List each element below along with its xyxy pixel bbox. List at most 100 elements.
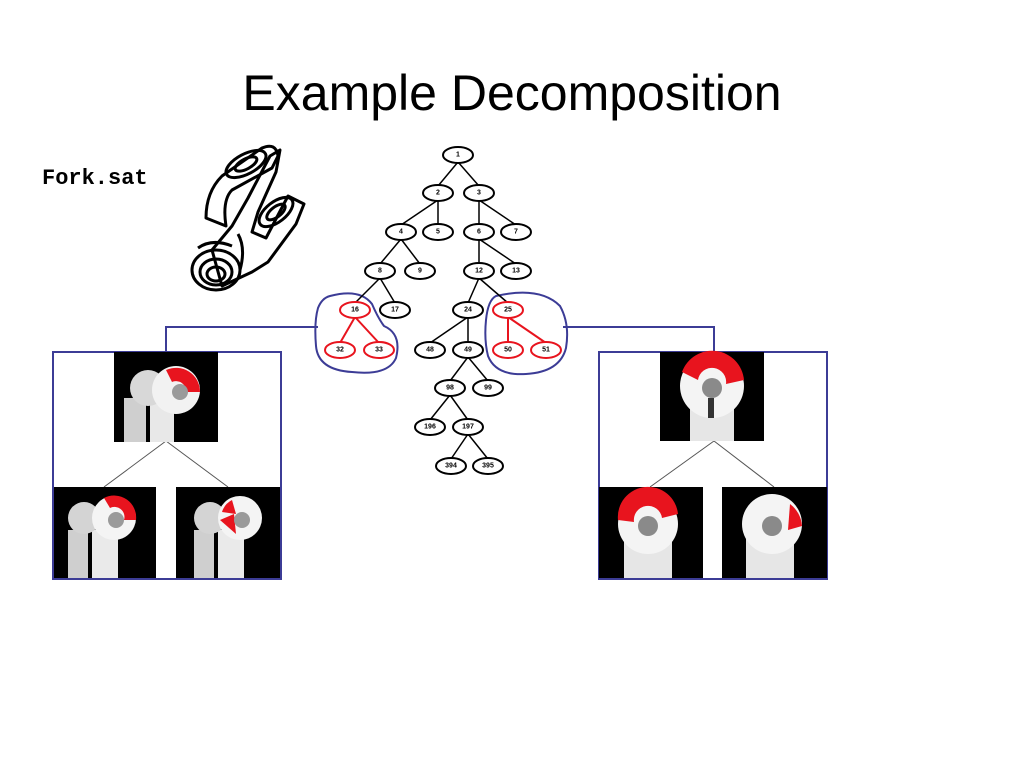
tree-node-12: 12 [463, 262, 495, 280]
tree-edge [400, 238, 421, 265]
tree-node-25: 25 [492, 301, 524, 319]
tree-node-label: 395 [482, 463, 494, 470]
tree-node-ellipse [364, 262, 396, 280]
tree-node-label: 51 [542, 347, 550, 354]
tree-node-label: 5 [436, 229, 440, 236]
tree-node-ellipse [414, 341, 446, 359]
left-panel [52, 351, 282, 580]
tree-node-17: 17 [379, 301, 411, 319]
tree-node-8: 8 [364, 262, 396, 280]
tree-node-ellipse [379, 301, 411, 319]
tree-node-ellipse [442, 146, 474, 164]
tree-node-ellipse [404, 262, 436, 280]
tree-node-ellipse [472, 457, 504, 475]
tree-edge [478, 199, 517, 226]
tree-node-label: 3 [477, 190, 481, 197]
tree-node-ellipse [472, 379, 504, 397]
tree-node-ellipse [530, 341, 562, 359]
tree-node-395: 395 [472, 457, 504, 475]
tree-node-98: 98 [434, 379, 466, 397]
tree-node-label: 50 [504, 347, 512, 354]
tree-node-label: 24 [464, 307, 472, 314]
tree-node-label: 16 [351, 307, 359, 314]
right-connector [563, 326, 715, 352]
render-child-32 [54, 487, 156, 578]
slide-title: Example Decomposition [242, 65, 782, 121]
tree-node-ellipse [500, 223, 532, 241]
tree-edge [507, 316, 547, 344]
tree-node-label: 9 [418, 268, 422, 275]
tree-node-394: 394 [435, 457, 467, 475]
tree-node-ellipse [324, 341, 356, 359]
tree-node-ellipse [339, 301, 371, 319]
tree-edge [354, 277, 381, 304]
tree-node-ellipse [414, 418, 446, 436]
tree-edge [467, 433, 489, 460]
tree-edge [457, 161, 480, 187]
tree-edge [449, 356, 469, 382]
render-child-50 [599, 486, 703, 578]
tree-node-ellipse [434, 379, 466, 397]
tree-node-6: 6 [463, 223, 495, 241]
tree-edge [450, 433, 469, 460]
tree-node-49: 49 [452, 341, 484, 359]
tree-edge [400, 199, 439, 226]
tree-node-label: 6 [477, 229, 481, 236]
tree-node-ellipse [452, 341, 484, 359]
tree-node-ellipse [435, 457, 467, 475]
tree-node-50: 50 [492, 341, 524, 359]
tree-node-label: 99 [484, 385, 492, 392]
tree-node-197: 197 [452, 418, 484, 436]
tree-node-ellipse [452, 301, 484, 319]
tree-node-ellipse [492, 341, 524, 359]
tree-node-5: 5 [422, 223, 454, 241]
tree-node-32: 32 [324, 341, 356, 359]
tree-node-label: 1 [456, 152, 460, 159]
tree-node-1: 1 [442, 146, 474, 164]
tree-node-ellipse [492, 301, 524, 319]
tree-node-ellipse [422, 223, 454, 241]
tree-edge [478, 238, 517, 265]
tree-node-label: 98 [446, 385, 454, 392]
tree-edge [478, 277, 509, 304]
tree-node-label: 12 [475, 268, 483, 275]
tree-node-ellipse [363, 341, 395, 359]
tree-node-196: 196 [414, 418, 446, 436]
tree-node-label: 196 [424, 424, 436, 431]
file-label: Fork.sat [42, 166, 148, 191]
right-panel [598, 350, 828, 580]
tree-node-ellipse [463, 184, 495, 202]
group-outline-16 [314, 292, 399, 374]
tree-node-ellipse [463, 262, 495, 280]
tree-node-label: 48 [426, 347, 434, 354]
tree-node-ellipse [385, 223, 417, 241]
tree-node-7: 7 [500, 223, 532, 241]
render-child-51 [722, 487, 827, 578]
group-outline-25 [484, 291, 569, 376]
tree-node-ellipse [500, 262, 532, 280]
tree-edge [354, 316, 380, 344]
tree-node-ellipse [452, 418, 484, 436]
tree-node-3: 3 [463, 184, 495, 202]
tree-node-label: 4 [399, 229, 403, 236]
tree-edge [379, 238, 402, 265]
tree-node-2: 2 [422, 184, 454, 202]
tree-edge [379, 277, 396, 304]
tree-node-label: 32 [336, 347, 344, 354]
tree-edge [449, 394, 469, 421]
render-parent-25 [660, 350, 764, 441]
tree-node-13: 13 [500, 262, 532, 280]
tree-node-33: 33 [363, 341, 395, 359]
tree-node-label: 25 [504, 307, 512, 314]
tree-edge [437, 161, 459, 187]
tree-node-51: 51 [530, 341, 562, 359]
tree-node-99: 99 [472, 379, 504, 397]
tree-node-label: 7 [514, 229, 518, 236]
tree-node-label: 394 [445, 463, 457, 470]
render-parent-16 [114, 352, 218, 442]
tree-node-ellipse [463, 223, 495, 241]
tree-edge [467, 277, 480, 304]
tree-node-label: 2 [436, 190, 440, 197]
tree-node-label: 33 [375, 347, 383, 354]
